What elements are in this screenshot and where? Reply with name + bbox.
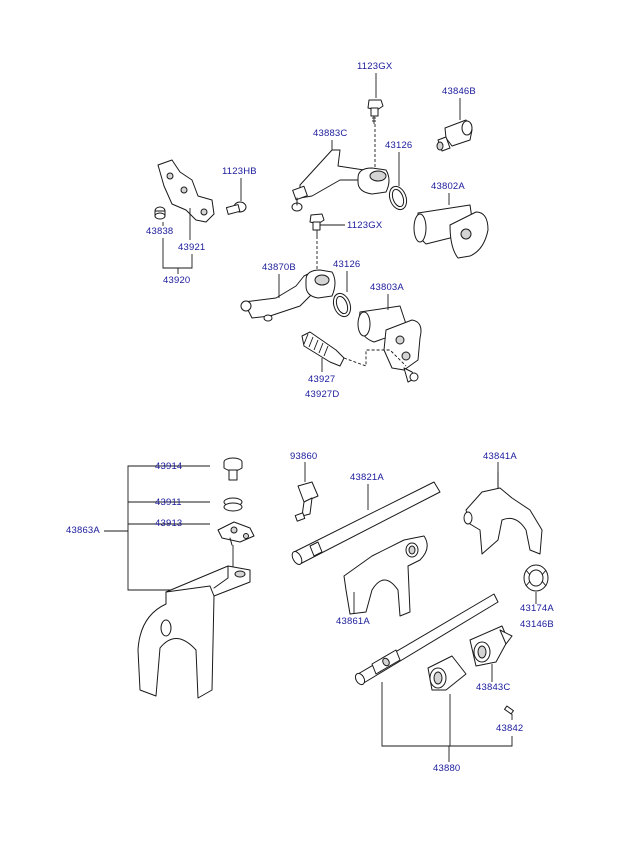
key-43842[interactable] (504, 705, 514, 715)
sleeve-43802a[interactable] (413, 204, 489, 259)
label-43927[interactable]: 43927 (308, 374, 336, 385)
label-43842[interactable]: 43842 (496, 723, 524, 734)
label-43126-top[interactable]: 43126 (385, 140, 413, 151)
plug-43846b[interactable] (436, 119, 473, 152)
bracket-43921[interactable] (157, 159, 215, 223)
label-43838[interactable]: 43838 (146, 226, 174, 237)
sleeve-43880-middle[interactable] (427, 655, 467, 691)
label-43913[interactable]: 43913 (155, 518, 183, 529)
bracket-43880-group (381, 682, 513, 747)
oring-43126-top[interactable] (386, 184, 409, 212)
label-43880[interactable]: 43880 (433, 763, 461, 774)
label-43126-mid[interactable]: 43126 (333, 259, 361, 270)
label-43841a[interactable]: 43841A (483, 451, 517, 462)
label-43174a[interactable]: 43174A (520, 603, 554, 614)
label-43821a[interactable]: 43821A (350, 472, 384, 483)
label-43803a[interactable]: 43803A (370, 282, 404, 293)
label-43870b[interactable]: 43870B (262, 262, 296, 273)
bolt-1123gx-mid[interactable] (309, 213, 325, 236)
bracket-43863a-group (127, 465, 210, 591)
sleeve-43803a[interactable] (357, 305, 422, 383)
label-43843c[interactable]: 43843C (476, 682, 511, 693)
bolt-1123gx-top[interactable] (367, 99, 384, 124)
label-43883c[interactable]: 43883C (313, 128, 348, 139)
bolt-1123hb[interactable] (225, 201, 247, 215)
pin-43914[interactable] (223, 457, 243, 481)
sleeve-43843c[interactable] (469, 625, 513, 667)
label-43146b[interactable]: 43146B (520, 619, 554, 630)
spring-43911[interactable] (223, 497, 243, 512)
bracket-43920-group (162, 238, 193, 269)
label-1123gx-mid[interactable]: 1123GX (347, 220, 383, 231)
label-1123hb[interactable]: 1123HB (222, 166, 257, 177)
fork-43841a[interactable] (463, 471, 543, 555)
label-93860[interactable]: 93860 (290, 451, 318, 462)
switch-93860[interactable] (294, 481, 319, 522)
rod-43821a[interactable] (290, 481, 441, 566)
bearing-43174a[interactable] (523, 564, 549, 592)
shaft-43880[interactable] (354, 593, 499, 686)
label-43861a[interactable]: 43861A (336, 616, 370, 627)
label-43927d[interactable]: 43927D (305, 389, 340, 400)
label-43914[interactable]: 43914 (155, 461, 183, 472)
lever-43883c[interactable] (291, 149, 390, 212)
label-43846b[interactable]: 43846B (442, 86, 476, 97)
plunger-43927[interactable] (301, 331, 345, 367)
dash-43927 (343, 349, 407, 367)
fork-43861a[interactable] (343, 535, 428, 617)
label-43911[interactable]: 43911 (155, 497, 182, 508)
label-43920[interactable]: 43920 (163, 275, 191, 286)
lever-43870b[interactable] (240, 269, 336, 322)
oring-43126-mid[interactable] (330, 291, 353, 319)
label-1123gx-top[interactable]: 1123GX (357, 61, 393, 72)
label-43802a[interactable]: 43802A (431, 181, 465, 192)
washer-43838[interactable] (154, 206, 166, 220)
label-43921[interactable]: 43921 (178, 242, 206, 253)
plate-43913[interactable] (217, 521, 255, 546)
fork-43863a[interactable] (137, 565, 251, 699)
label-43863a[interactable]: 43863A (66, 525, 100, 536)
